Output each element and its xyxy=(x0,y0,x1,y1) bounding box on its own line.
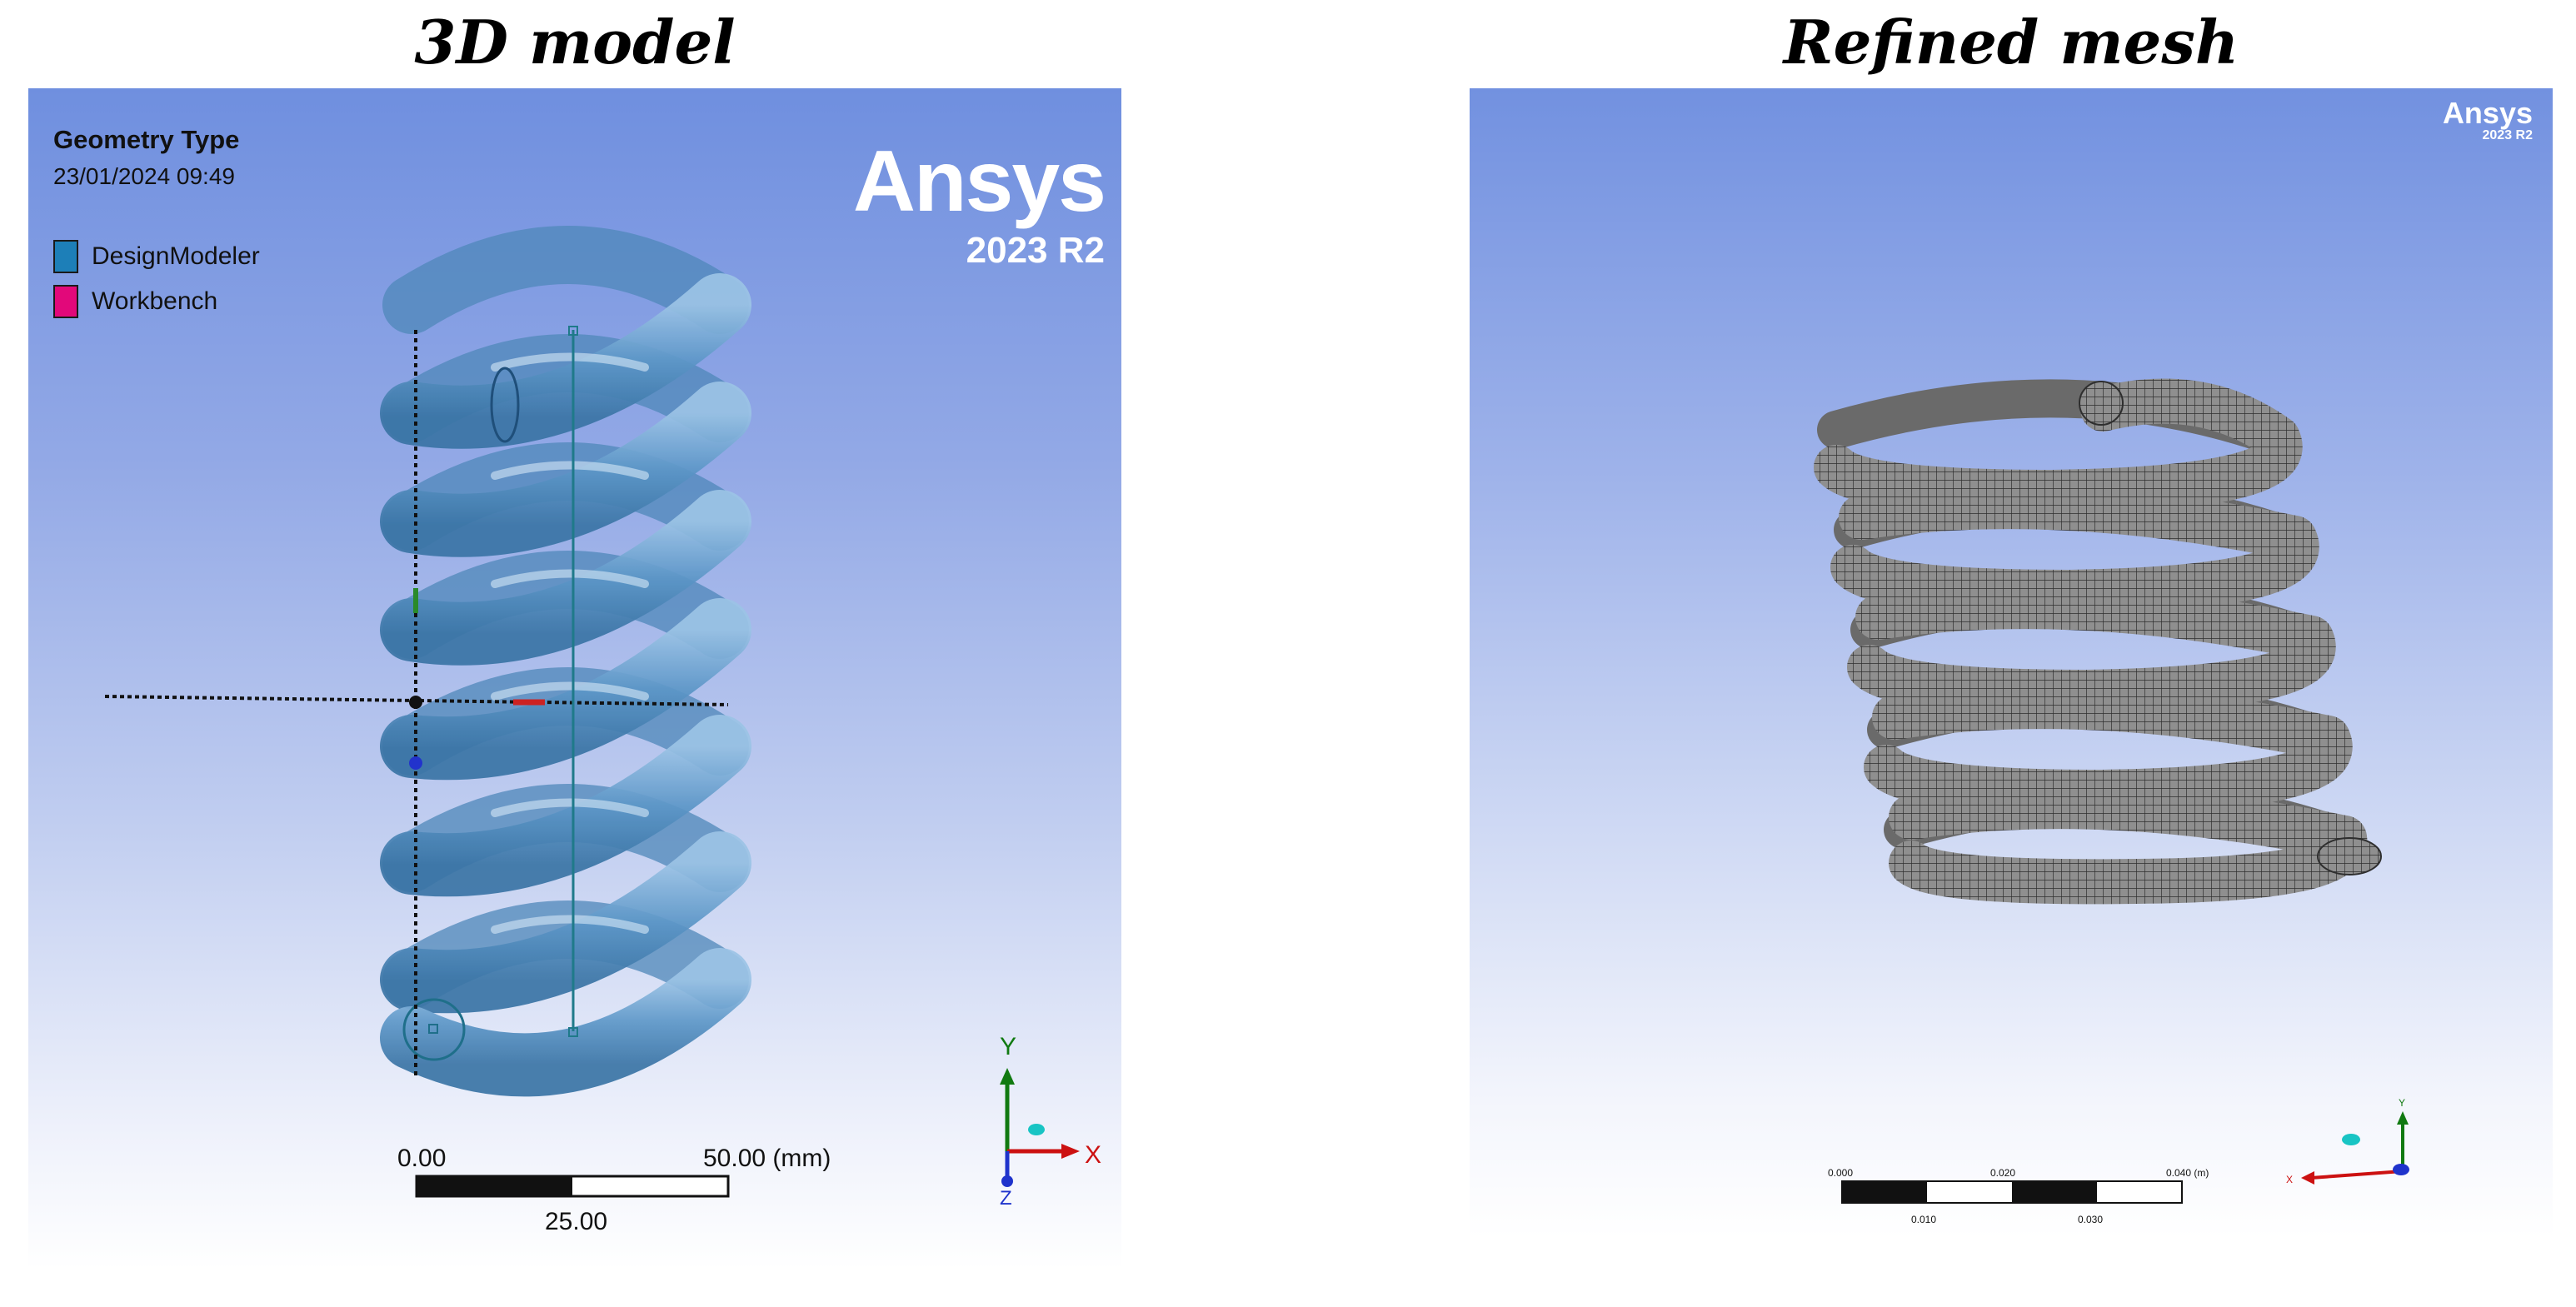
legend-label-workbench: Workbench xyxy=(92,287,218,315)
mesh-scale-label-1: 0.020 xyxy=(1990,1167,2015,1179)
triad-z-arrow xyxy=(1001,1175,1013,1187)
ansys-version: 2023 R2 xyxy=(966,230,1105,271)
mesh-scale-label-0: 0.000 xyxy=(1828,1167,1853,1179)
geometry-type-label: Geometry Type xyxy=(53,125,240,154)
spring-highlights xyxy=(491,352,649,934)
scale-bar: 0.00 50.00 (mm) 25.00 xyxy=(397,1145,831,1235)
model-origin-point xyxy=(409,696,422,709)
horizontal-axis-dotted xyxy=(104,695,729,706)
legend-label-designmodeler: DesignModeler xyxy=(92,242,260,270)
mesh-scale-label-b1: 0.010 xyxy=(1911,1214,1936,1225)
triad-y-label: Y xyxy=(1000,1033,1016,1060)
triad-x-arrow xyxy=(1061,1144,1080,1159)
mesh-triad-z-marker xyxy=(2393,1164,2409,1175)
helix-axis-top-point xyxy=(568,326,578,336)
spring-mesh-model[interactable]: 0.000 0.020 0.040 (m) 0.010 0.030 Y X xyxy=(1470,88,2553,1238)
mesh-triad-x-axis xyxy=(2310,1170,2404,1180)
mesh-triad-iso-ball xyxy=(2342,1134,2360,1145)
panel-title-refined-mesh: Refined mesh xyxy=(1783,7,2239,77)
mesh-scale-fill-2 xyxy=(2012,1181,2097,1203)
mesh-scale-bar: 0.000 0.020 0.040 (m) 0.010 0.030 xyxy=(1828,1167,2209,1225)
legend-swatch-workbench xyxy=(53,285,78,318)
spring-front-coils xyxy=(380,273,751,1097)
legend-item-workbench: Workbench xyxy=(53,283,217,320)
mesh-top-end-cap xyxy=(2079,381,2124,426)
ansys-brand-small: Ansys xyxy=(2442,96,2533,130)
model-z-axis-marker xyxy=(409,756,422,770)
legend-item-designmodeler: DesignModeler xyxy=(53,238,260,275)
triad-x-label: X xyxy=(1085,1141,1101,1169)
scale-bar-mid-label: 25.00 xyxy=(545,1208,607,1235)
spring-3d-model[interactable]: 0.00 50.00 (mm) 25.00 Y X Z xyxy=(28,88,1121,1270)
triad-y-arrow xyxy=(1000,1068,1015,1085)
mesh-triad-x-label: X xyxy=(2286,1174,2293,1185)
triad-z-label: Z xyxy=(1000,1187,1012,1210)
scale-bar-end-label: 50.00 (mm) xyxy=(703,1145,831,1172)
legend-swatch-designmodeler xyxy=(53,240,78,273)
helix-axis-bottom-point xyxy=(568,1027,578,1037)
ansys-logo-small: Ansys 2023 R2 xyxy=(2443,98,2533,143)
coordinate-triad[interactable]: Y X Z xyxy=(1000,1033,1101,1210)
profile-ellipse-top xyxy=(490,367,520,443)
mesh-coordinate-triad[interactable]: Y X xyxy=(2286,1097,2409,1185)
panel-title-3d-model: 3D model xyxy=(414,7,736,77)
mesh-scale-label-b2: 0.030 xyxy=(2078,1214,2103,1225)
scale-bar-fill xyxy=(417,1176,572,1196)
design-modeler-viewport[interactable]: Geometry Type 23/01/2024 09:49 DesignMod… xyxy=(28,88,1121,1270)
mechanical-mesh-viewport[interactable]: Ansys 2023 R2 xyxy=(1470,88,2553,1238)
scale-bar-start-label: 0.00 xyxy=(397,1145,446,1172)
mesh-scale-fill-1 xyxy=(1842,1181,1927,1203)
mesh-triad-y-label: Y xyxy=(2399,1097,2405,1109)
triad-iso-ball xyxy=(1028,1124,1045,1135)
mesh-bottom-end-cap xyxy=(2317,837,2382,875)
profile-circle-bottom xyxy=(402,998,466,1061)
mesh-triad-y-arrow xyxy=(2397,1111,2409,1125)
geometry-timestamp: 23/01/2024 09:49 xyxy=(53,163,235,189)
ansys-brand: Ansys xyxy=(852,133,1106,230)
mesh-front-coils xyxy=(1814,378,2368,905)
mesh-scale-label-2: 0.040 (m) xyxy=(2166,1167,2209,1179)
ansys-version-small: 2023 R2 xyxy=(2482,128,2534,142)
ansys-logo: Ansys 2023 R2 xyxy=(852,133,1106,272)
profile-point-marker xyxy=(428,1024,438,1034)
mesh-triad-x-arrow xyxy=(2301,1171,2314,1185)
